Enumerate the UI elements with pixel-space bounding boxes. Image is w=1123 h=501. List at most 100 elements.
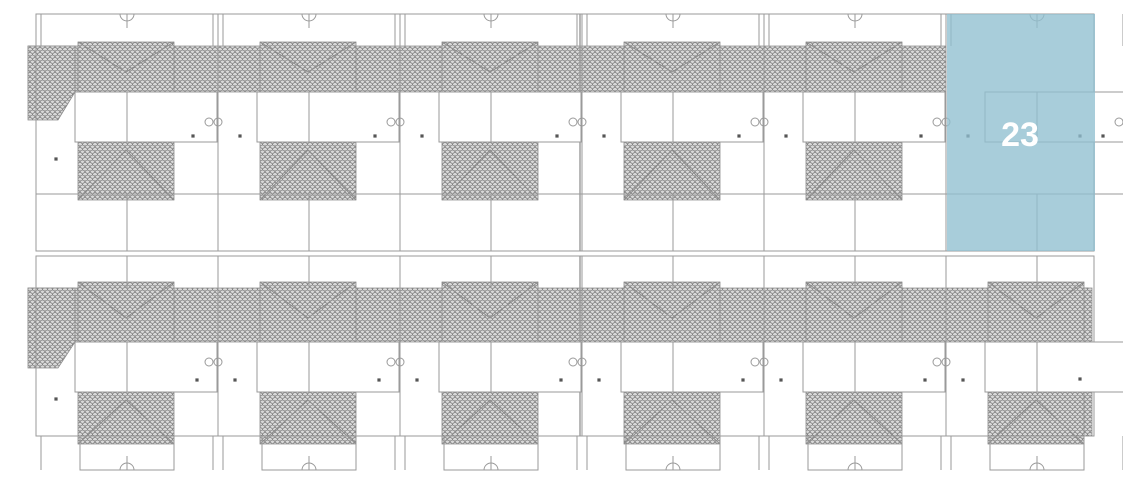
house-body <box>74 91 218 143</box>
unit-23-highlight[interactable] <box>947 14 1095 251</box>
house-body <box>438 341 582 393</box>
front-yard <box>989 435 1085 471</box>
roof-ridge <box>623 281 721 319</box>
front-yard <box>807 435 903 471</box>
roof-ridge <box>77 281 175 319</box>
fixture-circle <box>750 357 760 367</box>
fixture-circle <box>1114 117 1123 127</box>
marker-dot <box>737 134 741 138</box>
roof-ridge <box>441 399 539 445</box>
roof-ridge <box>441 41 539 73</box>
fixture-circle <box>941 357 951 367</box>
fixture-circle <box>204 117 214 127</box>
roof-ridge <box>805 41 903 73</box>
bottom-back-roof <box>805 281 903 343</box>
top-front-roof <box>259 41 357 93</box>
marker-dot <box>191 134 195 138</box>
roof-ridge <box>987 281 1085 319</box>
bottom-unit-6 <box>984 341 1123 471</box>
roof-ridge <box>623 41 721 73</box>
bottom-roof-hip-end <box>27 287 76 369</box>
bottom-back-roof <box>77 281 175 343</box>
marker-dot <box>54 157 58 161</box>
marker-dot <box>420 134 424 138</box>
roof-ridge <box>987 399 1085 445</box>
bottom-unit-3 <box>438 341 601 471</box>
marker-dot <box>238 134 242 138</box>
bottom-back-roof <box>259 281 357 343</box>
bottom-roof-band <box>27 287 1089 343</box>
marker-dot <box>233 378 237 382</box>
roof-ridge <box>77 399 175 445</box>
marker-dot <box>597 378 601 382</box>
roof-ridge <box>623 399 721 445</box>
marker-dot <box>195 378 199 382</box>
roof-ridge <box>441 149 539 201</box>
fixture-circle <box>568 357 578 367</box>
marker-dot <box>377 378 381 382</box>
fixture-circle <box>213 117 223 127</box>
marker-dot <box>741 378 745 382</box>
marker-dot <box>602 134 606 138</box>
front-yard <box>261 435 357 471</box>
marker-dot <box>555 134 559 138</box>
bottom-unit-5 <box>802 341 965 471</box>
roofs <box>27 41 1093 445</box>
fixture-circle <box>932 357 942 367</box>
marker-dot <box>961 378 965 382</box>
marker-dot <box>415 378 419 382</box>
marker-dot <box>1078 377 1082 381</box>
top-unit-4 <box>620 13 788 143</box>
house-body <box>984 341 1123 393</box>
marker-dot <box>1101 134 1105 138</box>
house-body <box>620 91 764 143</box>
fixture-circle <box>395 117 405 127</box>
units <box>54 13 1123 471</box>
fixture-circle <box>204 357 214 367</box>
front-yard <box>79 435 175 471</box>
marker-dot <box>919 134 923 138</box>
fixture-circle <box>577 117 587 127</box>
roof-ridge <box>805 149 903 201</box>
marker-dot <box>373 134 377 138</box>
top-unit-5 <box>802 13 970 143</box>
roof-ridge <box>77 149 175 201</box>
top-roof-hip-end <box>27 45 76 121</box>
house-body <box>620 341 764 393</box>
roof-ridge <box>259 41 357 73</box>
roof-ridge <box>259 399 357 445</box>
marker-dot <box>559 378 563 382</box>
roof-ridge <box>259 281 357 319</box>
bottom-back-roof <box>987 281 1085 343</box>
front-yard <box>443 435 539 471</box>
top-front-roof <box>623 41 721 93</box>
top-front-roof <box>805 41 903 93</box>
front-yard <box>625 435 721 471</box>
house-body <box>256 91 400 143</box>
top-unit-3 <box>438 13 606 143</box>
roof-ridge <box>805 399 903 445</box>
fixture-circle <box>759 357 769 367</box>
fixture-circle <box>759 117 769 127</box>
roof-ridge <box>77 41 175 73</box>
fixture-circle <box>386 117 396 127</box>
house-body <box>438 91 582 143</box>
roof-ridge <box>805 281 903 319</box>
unit-23-label: 23 <box>1001 116 1039 154</box>
marker-dot <box>784 134 788 138</box>
roof-ridge <box>259 149 357 201</box>
marker-dot <box>54 397 58 401</box>
fixture-circle <box>213 357 223 367</box>
fixture-circle <box>932 117 942 127</box>
roof-ridge <box>441 281 539 319</box>
roof-ridge <box>623 149 721 201</box>
top-front-roof <box>441 41 539 93</box>
highlight-layer: 23 <box>947 14 1095 251</box>
house-body <box>802 341 946 393</box>
marker-dot <box>779 378 783 382</box>
bottom-unit-2 <box>256 341 419 471</box>
fixture-circle <box>568 117 578 127</box>
top-front-roof <box>77 41 175 93</box>
